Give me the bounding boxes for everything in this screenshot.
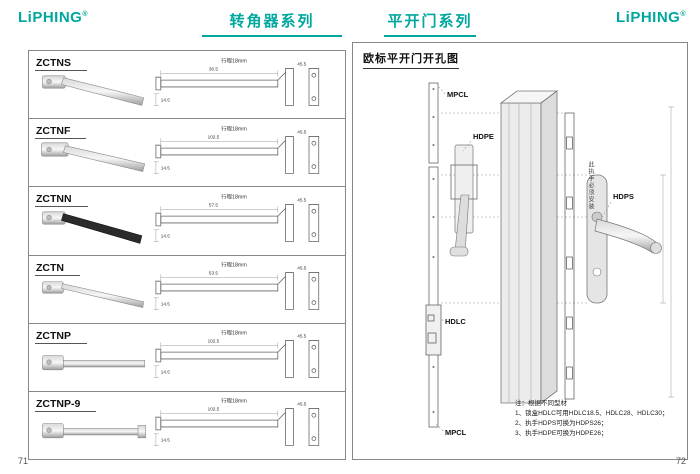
handle-backplate — [586, 174, 608, 304]
note-line: 1、锁盒HDLC可用HDLC18.5、HDLC28、HDLC30； — [515, 410, 669, 418]
product-code: ZCTN — [35, 261, 80, 276]
product-photo — [42, 423, 146, 438]
corner-drive-table: ZCTNS 行程18mm 30.5 14.5 — [28, 50, 346, 460]
product-code: ZCTNF — [35, 124, 87, 140]
label-mpcl-bottom: MPCL — [445, 428, 467, 437]
product-cell: ZCTNP-9 — [29, 392, 153, 459]
svg-text:14.5: 14.5 — [161, 97, 170, 102]
door-hole-diagram: MPCL HDPE HDPS HDLC MPCL — [425, 82, 674, 437]
table-row: ZCTNP 行程18mm 102.5 14.5 45.5 — [29, 324, 345, 392]
product-code: ZCTNP-9 — [35, 397, 97, 412]
drawing-cell: 行程18mm 102.5 14.5 45.5 — [153, 392, 345, 459]
svg-text:行程18mm: 行程18mm — [221, 124, 247, 132]
strike-bar — [564, 112, 575, 400]
technical-drawing: 行程18mm 30.5 14.5 45.5 — [153, 56, 320, 106]
svg-text:102.5: 102.5 — [208, 339, 220, 344]
svg-text:行程18mm: 行程18mm — [221, 397, 247, 405]
casement-door-panel: 欧标平开门开孔图 — [352, 42, 688, 460]
label-hdps: HDPS — [613, 192, 634, 201]
notes-title: 注：根据不同型材 — [515, 400, 567, 407]
product-cell: ZCTNS — [29, 51, 153, 118]
registered-mark: ® — [680, 11, 686, 18]
brand-logo-text: LiPHING — [18, 9, 83, 26]
technical-drawing: 行程18mm 53.5 14.5 45.5 — [153, 261, 320, 310]
section-title: 欧标平开门开孔图 — [363, 50, 459, 69]
svg-text:14.5: 14.5 — [161, 165, 170, 170]
aluminum-profile-front — [500, 102, 542, 404]
svg-text:102.5: 102.5 — [208, 134, 220, 139]
technical-drawing: 行程18mm 102.5 14.5 45.5 — [153, 124, 320, 174]
table-row: ZCTN 行程18mm 53.5 14.5 45.5 — [29, 256, 345, 324]
product-photo — [42, 211, 143, 245]
product-cell: ZCTNF — [29, 119, 153, 186]
drawing-cell: 行程18mm 53.5 14.5 45.5 — [153, 256, 345, 323]
technical-drawing: 行程18mm 102.5 14.5 45.5 — [153, 329, 320, 379]
table-row: ZCTNS 行程18mm 30.5 14.5 — [29, 51, 345, 120]
svg-text:30.5: 30.5 — [209, 66, 218, 71]
page-number-left: 71 — [18, 456, 29, 466]
product-photo — [42, 354, 145, 370]
svg-text:45.5: 45.5 — [297, 61, 306, 66]
svg-text:45.5: 45.5 — [297, 402, 306, 407]
series-title-corner-drives: 转角器系列 — [202, 10, 342, 37]
product-cell: ZCTN — [29, 256, 153, 323]
brand-logo-text: LiPHING — [615, 9, 681, 26]
lock-case — [425, 304, 442, 356]
svg-text:45.5: 45.5 — [297, 334, 306, 339]
note-line: 3、执手HDPE可换为HDPE26； — [515, 430, 608, 438]
technical-drawing: 行程18mm 57.5 14.5 45.5 — [153, 192, 320, 242]
aluminum-profile-side — [540, 90, 558, 404]
cylinder-hole — [592, 267, 602, 277]
table-row: ZCTNN 行程18mm 57.5 14.5 45.5 — [29, 187, 345, 256]
material-notes: 注：根据不同型材 1、锁盒HDLC可用HDLC18.5、HDLC28、HDLC3… — [515, 399, 685, 439]
note-line: 2、执手HDPS可换为HDPS26； — [515, 420, 608, 428]
product-code: ZCTNN — [35, 192, 88, 208]
svg-text:45.5: 45.5 — [297, 129, 306, 134]
svg-text:57.5: 57.5 — [209, 202, 218, 207]
table-row: ZCTNP-9 行程18mm 102.5 14.5 45.5 — [29, 392, 345, 459]
svg-text:14.5: 14.5 — [161, 302, 170, 307]
technical-drawing: 行程18mm 102.5 14.5 45.5 — [153, 397, 320, 447]
label-mpcl-top: MPCL — [447, 90, 469, 99]
dimension-lines — [660, 106, 674, 398]
svg-text:45.5: 45.5 — [297, 266, 306, 271]
product-photo — [41, 142, 146, 173]
product-photo — [42, 75, 145, 106]
page-number-right: 72 — [675, 456, 686, 466]
product-cell: ZCTNP — [29, 324, 153, 391]
series-title-casement-doors: 平开门系列 — [384, 10, 476, 37]
drawing-cell: 行程18mm 30.5 14.5 45.5 — [153, 51, 345, 118]
product-code: ZCTNS — [35, 56, 87, 71]
svg-text:14.5: 14.5 — [161, 438, 170, 443]
svg-text:45.5: 45.5 — [297, 197, 306, 202]
svg-text:14.5: 14.5 — [161, 370, 170, 375]
label-hdlc: HDLC — [445, 317, 466, 326]
brand-logo-right: LiPHING® — [616, 9, 686, 26]
svg-text:102.5: 102.5 — [208, 407, 220, 412]
lock-face-bar-long — [428, 166, 439, 428]
brand-logo-left: LiPHING® — [18, 9, 88, 26]
product-cell: ZCTNN — [29, 187, 153, 254]
drawing-cell: 行程18mm 102.5 14.5 45.5 — [153, 324, 345, 391]
product-photo — [42, 280, 145, 308]
svg-text:53.5: 53.5 — [209, 270, 218, 275]
registered-mark: ® — [82, 11, 89, 18]
install-note-vertical: 此执手必须安装 — [587, 161, 593, 210]
drawing-cell: 行程18mm 102.5 14.5 45.5 — [153, 119, 345, 186]
svg-text:行程18mm: 行程18mm — [221, 261, 247, 269]
drawing-cell: 行程18mm 57.5 14.5 45.5 — [153, 187, 345, 254]
svg-text:14.5: 14.5 — [161, 233, 170, 238]
svg-text:行程18mm: 行程18mm — [221, 329, 247, 337]
lock-face-bar-top — [428, 82, 439, 164]
table-row: ZCTNF 行程18mm 102.5 14.5 45.5 — [29, 119, 345, 188]
svg-text:行程18mm: 行程18mm — [221, 56, 247, 64]
svg-text:行程18mm: 行程18mm — [221, 192, 247, 200]
product-code: ZCTNP — [35, 329, 87, 344]
label-hdpe: HDPE — [473, 132, 494, 141]
